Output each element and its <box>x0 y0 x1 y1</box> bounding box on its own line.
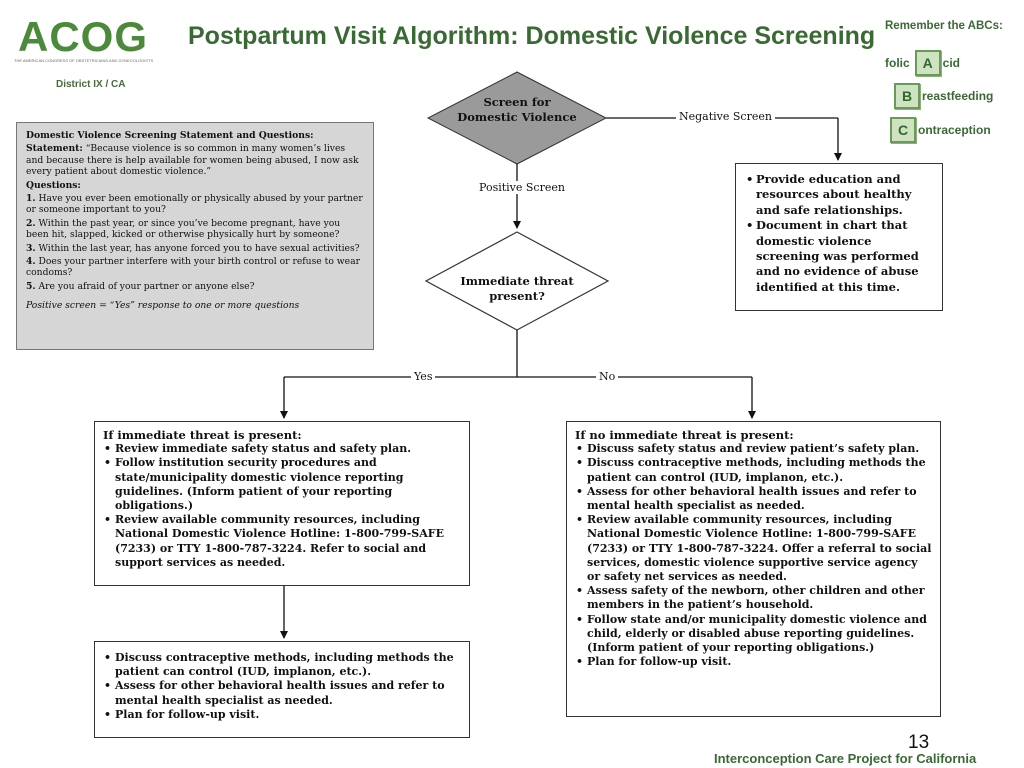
no-threat-heading: If no immediate threat is present: <box>575 428 794 442</box>
screening-statement-box: Domestic Violence Screening Statement an… <box>16 122 374 350</box>
list-item: Review available community resources, in… <box>576 513 932 584</box>
list-item: Follow state and/or municipality domesti… <box>576 613 932 656</box>
question-item: 4. Does your partner interfere with your… <box>26 256 364 279</box>
negative-screen-box: Provide education and resources about he… <box>735 163 943 311</box>
statement: Statement: “Because violence is so commo… <box>26 143 364 177</box>
question-text: Are you afraid of your partner or anyone… <box>38 280 255 292</box>
abc-item-b: B reastfeeding <box>892 83 993 109</box>
followup-box: Discuss contraceptive methods, including… <box>94 641 470 738</box>
question-text: Does your partner interfere with your bi… <box>26 256 360 279</box>
question-text: Within the last year, has anyone forced … <box>38 242 360 254</box>
yes-label: Yes <box>411 370 436 383</box>
list-item: Discuss contraceptive methods, including… <box>576 456 932 484</box>
statement-label: Statement: <box>26 143 83 155</box>
list-item: Assess for other behavioral health issue… <box>104 679 461 707</box>
screen-line2: Domestic Violence <box>457 110 577 124</box>
acog-logo: ACOG <box>18 13 148 60</box>
immediate-threat-heading: If immediate threat is present: <box>103 428 302 442</box>
question-number: 5. <box>26 280 36 292</box>
abc-item-c: C ontraception <box>888 117 991 143</box>
question-item: 2. Within the past year, or since you’ve… <box>26 218 364 241</box>
immediate-threat-box: If immediate threat is present: Review i… <box>94 421 470 586</box>
list-item: Discuss safety status and review patient… <box>576 442 932 456</box>
no-label: No <box>596 370 619 383</box>
letter-b-badge: B <box>894 83 920 109</box>
question-text: Have you ever been emotionally or physic… <box>26 193 363 216</box>
question-number: 2. <box>26 217 36 229</box>
letter-c-badge: C <box>890 117 916 143</box>
list-item: Assess safety of the newborn, other chil… <box>576 584 932 612</box>
question-text: Within the past year, or since you’ve be… <box>26 217 341 241</box>
positive-screen-note: Positive screen = “Yes” response to one … <box>26 300 300 312</box>
screen-line1: Screen for <box>483 95 551 109</box>
list-item: Review immediate safety status and safet… <box>104 442 461 456</box>
question-number: 1. <box>26 193 36 205</box>
page-title: Postpartum Visit Algorithm: Domestic Vio… <box>188 22 876 50</box>
negative-screen-label: Negative Screen <box>676 110 775 123</box>
threat-question: Immediate threat present? <box>460 274 574 303</box>
question-item: 5. Are you afraid of your partner or any… <box>26 281 364 292</box>
logo-subtitle: THE AMERICAN CONGRESS OF OBSTETRICIANS A… <box>14 58 154 63</box>
question-item: 3. Within the last year, has anyone forc… <box>26 243 364 254</box>
list-item: Review available community resources, in… <box>104 513 461 570</box>
question-item: 1. Have you ever been emotionally or phy… <box>26 193 364 216</box>
statement-text: “Because violence is so common in many w… <box>26 143 359 178</box>
letter-a-badge: A <box>914 50 941 76</box>
positive-screen-label: Positive Screen <box>476 181 568 194</box>
screen-diamond-label: Screen for Domestic Violence <box>450 95 584 125</box>
district-label: District IX / CA <box>56 79 126 90</box>
abcs-title: Remember the ABCs: <box>885 20 1003 32</box>
list-item: Assess for other behavioral health issue… <box>576 485 932 513</box>
list-item: Discuss contraceptive methods, including… <box>104 651 461 679</box>
abc-rest: reastfeeding <box>922 89 994 103</box>
abc-prefix: folic <box>885 56 910 70</box>
list-item: Plan for follow-up visit. <box>104 708 461 722</box>
no-immediate-threat-box: If no immediate threat is present: Discu… <box>566 421 941 717</box>
abc-rest: cid <box>942 56 961 70</box>
questions-label: Questions: <box>26 179 81 191</box>
list-item: Plan for follow-up visit. <box>576 655 932 669</box>
footer-project: Interconception Care Project for Califor… <box>714 751 977 766</box>
list-item: Follow institution security procedures a… <box>104 456 461 513</box>
abc-item-a: folic A cid <box>885 50 960 76</box>
question-number: 3. <box>26 242 36 254</box>
abc-rest: ontraception <box>918 123 991 137</box>
list-item: Document in chart that domestic violence… <box>746 218 932 295</box>
page-number: 13 <box>908 732 930 753</box>
list-item: Provide education and resources about he… <box>746 172 932 218</box>
question-number: 4. <box>26 256 36 268</box>
screening-heading: Domestic Violence Screening Statement an… <box>26 130 314 141</box>
